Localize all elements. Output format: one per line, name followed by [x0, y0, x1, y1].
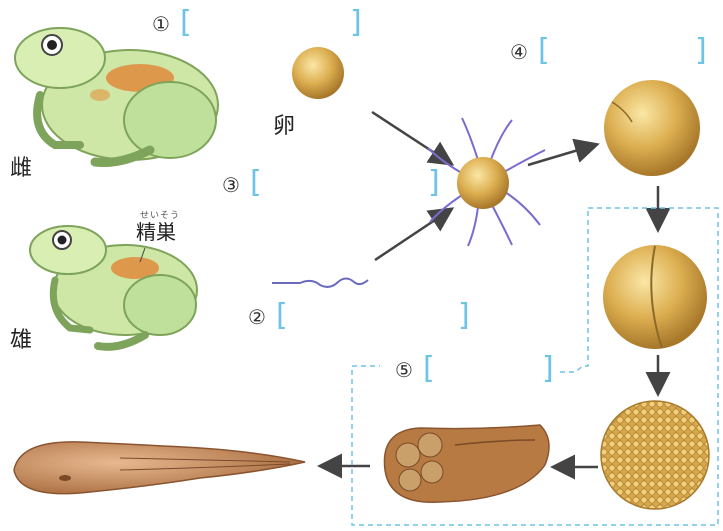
blank-4-open: [	[538, 36, 550, 66]
egg-label: 卵	[273, 116, 295, 138]
testis-label: 精巣	[136, 222, 176, 242]
blank-1-number: ①	[152, 14, 170, 34]
blank-4-number: ④	[510, 42, 528, 62]
blank-3-close: ]	[428, 168, 440, 198]
male-label: 雄	[10, 330, 32, 352]
blank-5-open: [	[423, 354, 435, 384]
arrow-egg-to-fertilization	[372, 112, 450, 163]
blank-2-close: ]	[458, 301, 470, 331]
fertilizing-egg	[428, 118, 545, 246]
two-cell-embryo	[603, 245, 707, 349]
female-frog	[15, 28, 218, 163]
blank-1-close: ]	[350, 8, 362, 38]
egg-circle	[292, 47, 344, 99]
blank-5-number: ⑤	[395, 360, 413, 380]
sperm-shape	[272, 279, 368, 287]
tailbud-embryo	[384, 425, 549, 502]
blank-3-open: [	[250, 168, 262, 198]
blank-3-number: ③	[222, 175, 240, 195]
zygote-circle	[604, 80, 700, 176]
blank-1-open: [	[180, 8, 192, 38]
blank-4-close: ]	[695, 36, 707, 66]
male-frog	[30, 226, 197, 347]
female-label: 雌	[10, 158, 32, 180]
tadpole	[14, 442, 305, 494]
blank-5-close: ]	[542, 354, 554, 384]
blank-2-open: [	[276, 301, 288, 331]
multicell-embryo	[601, 401, 709, 509]
arrow-sperm-to-fertilization	[375, 210, 450, 260]
arrow-to-zygote	[528, 145, 595, 165]
blank-2-number: ②	[248, 307, 266, 327]
